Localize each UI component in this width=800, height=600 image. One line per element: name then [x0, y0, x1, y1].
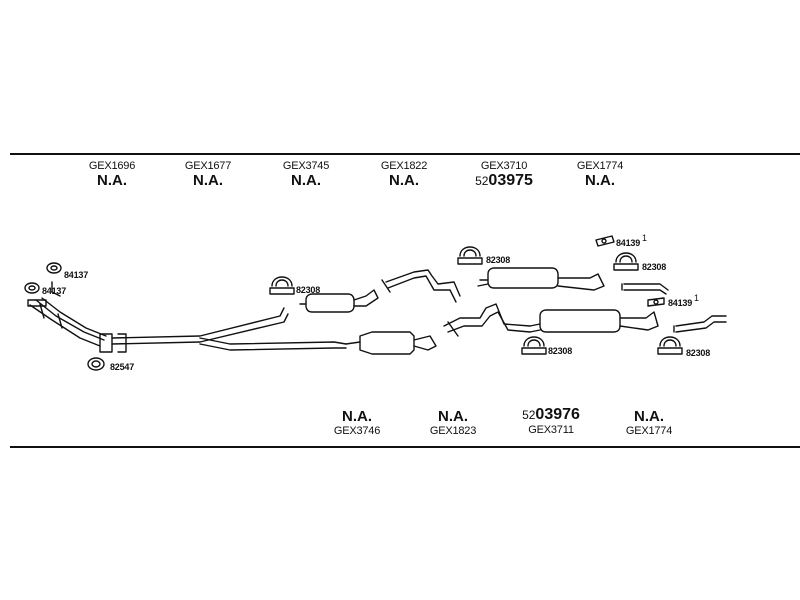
- clamp-82308-lower-right: [657, 336, 683, 355]
- part-number-82547: 82547: [110, 362, 135, 372]
- part-code: GEX3710: [480, 160, 528, 172]
- part-number-82308-lower-right: 82308: [686, 348, 711, 358]
- availability-status: N.A.: [634, 408, 664, 425]
- bottom-label-gex3711: 5203976 GEX3711: [506, 406, 596, 436]
- part-code: GEX1677: [184, 160, 232, 172]
- rear-middle-pipe: [443, 303, 531, 337]
- part-code: GEX1774: [576, 160, 624, 172]
- rear-silencer-upper: [477, 267, 605, 291]
- article-number: 5203975: [459, 172, 549, 190]
- clamp-82308-right-upper: [613, 252, 639, 271]
- superscript-1-upper: 1: [642, 233, 647, 243]
- article-number: 5203976: [506, 406, 596, 424]
- part-code: GEX1823: [429, 425, 477, 437]
- part-code: GEX3746: [333, 425, 381, 437]
- front-pipe: [111, 307, 347, 353]
- clamp-82308-upper: [457, 246, 483, 265]
- bottom-label-gex3746: N.A. GEX3746: [312, 408, 402, 437]
- centre-silencer-lower: [345, 331, 437, 355]
- part-number-84137-lower: 84137: [42, 286, 67, 296]
- clamp-82308-front: [269, 276, 295, 295]
- article-prefix: 52: [522, 408, 536, 422]
- part-number-84139-upper: 84139: [616, 238, 641, 248]
- part-number-82308-upper: 82308: [486, 255, 511, 265]
- superscript-1-lower: 1: [694, 293, 699, 303]
- part-number-82308-front: 82308: [296, 285, 321, 295]
- part-number-84137-upper: 84137: [64, 270, 89, 280]
- hanger-84139-lower: [647, 297, 665, 307]
- availability-status: N.A.: [585, 172, 615, 189]
- part-number-82308-right: 82308: [642, 262, 667, 272]
- article-main: 03976: [535, 406, 580, 423]
- article-main: 03975: [488, 172, 533, 189]
- front-gaskets: [24, 262, 105, 371]
- part-number-82308-lower-mid: 82308: [548, 346, 573, 356]
- centre-silencer-upper: [299, 289, 379, 313]
- top-label-gex3745: GEX3745 N.A.: [261, 160, 351, 189]
- article-prefix: 52: [475, 174, 489, 188]
- availability-status: N.A.: [342, 408, 372, 425]
- bottom-label-gex1774: N.A. GEX1774: [604, 408, 694, 437]
- hanger-84139-upper: [595, 235, 615, 247]
- top-label-gex1677: GEX1677 N.A.: [163, 160, 253, 189]
- part-code: GEX1822: [380, 160, 428, 172]
- availability-status: N.A.: [193, 172, 223, 189]
- top-label-gex1774: GEX1774 N.A.: [555, 160, 645, 189]
- top-rule: [10, 153, 800, 155]
- availability-status: N.A.: [438, 408, 468, 425]
- top-label-gex1696: GEX1696 N.A.: [67, 160, 157, 189]
- rear-silencer-lower: [529, 309, 659, 333]
- clamp-82308-lower-mid: [521, 336, 547, 355]
- part-code: GEX1696: [88, 160, 136, 172]
- part-code: GEX1774: [625, 425, 673, 437]
- part-code: GEX3711: [528, 424, 574, 436]
- tail-pipe-upper: [621, 283, 669, 295]
- availability-status: N.A.: [389, 172, 419, 189]
- bottom-rule: [10, 446, 800, 448]
- availability-status: N.A.: [97, 172, 127, 189]
- tail-pipe-lower: [673, 315, 727, 333]
- availability-status: N.A.: [291, 172, 321, 189]
- intermediate-pipe: [381, 269, 461, 303]
- hanger-hooks: [51, 281, 61, 297]
- bottom-label-gex1823: N.A. GEX1823: [408, 408, 498, 437]
- top-label-gex3710: GEX3710 5203975: [459, 160, 549, 190]
- front-downpipe: [27, 297, 113, 353]
- top-label-gex1822: GEX1822 N.A.: [359, 160, 449, 189]
- part-number-84139-lower: 84139: [668, 298, 693, 308]
- part-code: GEX3745: [282, 160, 330, 172]
